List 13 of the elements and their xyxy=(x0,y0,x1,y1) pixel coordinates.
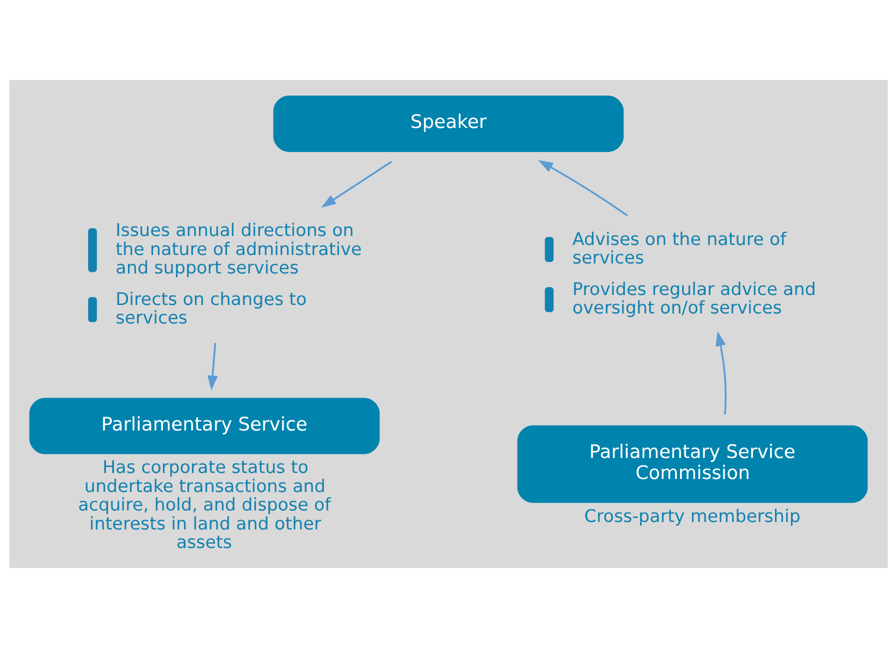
node-label: Directs on changes to services xyxy=(115,290,306,329)
node-label: Provides regular advice and oversight on/of services xyxy=(572,280,816,319)
arrow xyxy=(538,160,628,216)
arrow xyxy=(715,331,726,415)
node-box: Parliamentary Service xyxy=(28,398,380,454)
node-label: Issues annual directions on the nature of administrative and support services xyxy=(115,221,362,279)
node-label: Advises on the nature of services xyxy=(572,230,786,269)
node-box: Speaker xyxy=(272,96,624,152)
arrow xyxy=(206,342,218,390)
node-box: Parliamentary Service Commission xyxy=(516,425,868,503)
node-label: Has corporate status to undertake transactions and acquire, hold, and dispose of interests in land and other assets xyxy=(78,458,330,554)
arrow xyxy=(320,160,392,208)
node-label: Cross-party membership xyxy=(584,506,800,527)
